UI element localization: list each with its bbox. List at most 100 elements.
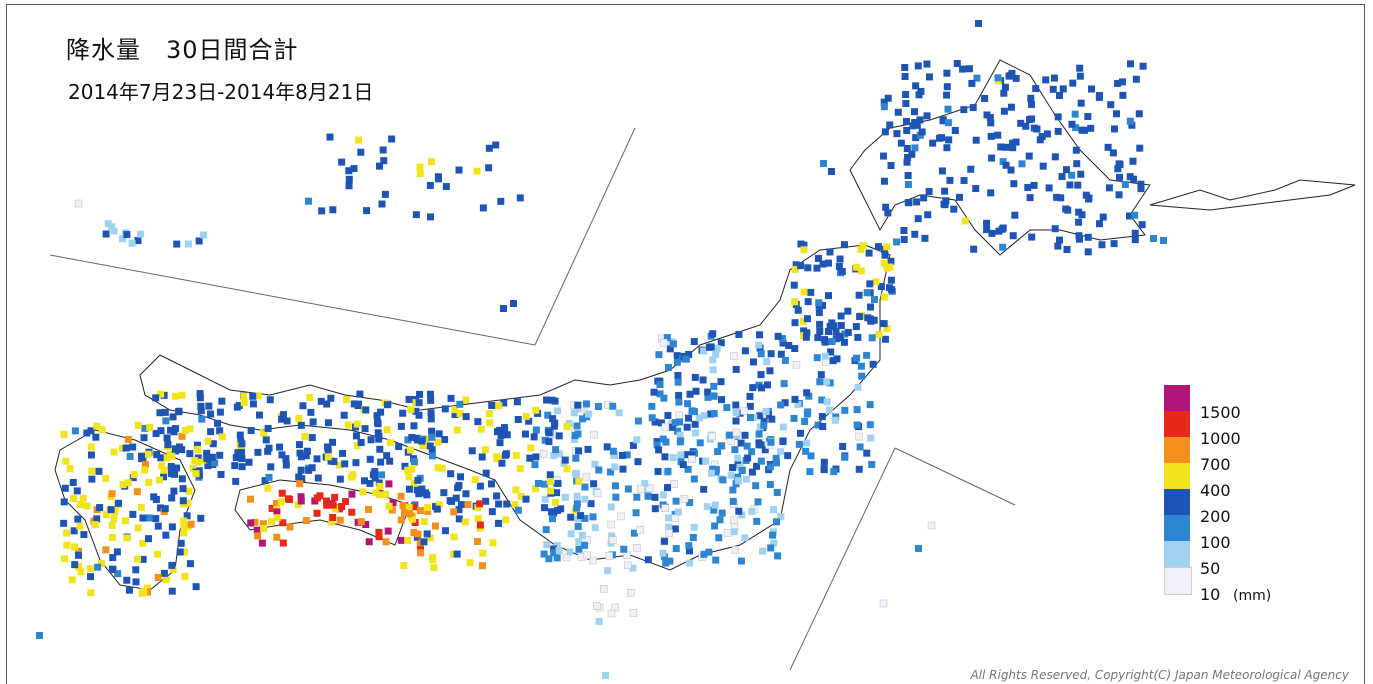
station-marker xyxy=(373,412,381,420)
station-marker xyxy=(473,537,481,545)
station-marker xyxy=(914,215,922,223)
station-marker xyxy=(807,452,815,460)
station-marker xyxy=(767,544,775,552)
station-marker xyxy=(893,238,901,246)
station-marker xyxy=(357,518,365,526)
station-marker xyxy=(583,551,591,560)
station-marker xyxy=(297,497,305,505)
station-marker xyxy=(665,514,673,522)
station-marker xyxy=(870,296,878,304)
station-marker xyxy=(1012,138,1020,146)
station-marker xyxy=(406,446,414,454)
station-marker xyxy=(388,135,396,143)
station-marker xyxy=(561,456,569,464)
legend-swatch xyxy=(1164,385,1190,411)
station-marker xyxy=(902,117,910,125)
station-marker xyxy=(741,534,749,542)
station-marker xyxy=(376,162,384,170)
station-marker xyxy=(688,407,696,415)
station-marker xyxy=(466,559,474,567)
station-marker xyxy=(731,546,740,554)
station-marker xyxy=(168,494,176,502)
station-marker xyxy=(753,462,761,470)
station-marker xyxy=(666,345,674,353)
station-marker xyxy=(585,410,593,418)
station-marker xyxy=(197,402,205,410)
station-marker xyxy=(328,518,336,526)
station-marker xyxy=(161,505,169,513)
station-marker xyxy=(581,495,589,503)
station-marker xyxy=(414,476,422,484)
station-marker xyxy=(510,300,517,307)
station-marker xyxy=(75,551,83,559)
station-marker xyxy=(880,293,888,301)
station-marker xyxy=(329,438,337,446)
station-marker xyxy=(186,425,194,433)
station-marker xyxy=(802,333,810,341)
station-marker xyxy=(1078,126,1086,134)
station-marker xyxy=(994,74,1002,82)
station-marker xyxy=(965,65,973,73)
station-marker xyxy=(674,378,682,386)
station-marker xyxy=(1115,191,1123,199)
station-marker xyxy=(629,441,637,449)
station-marker xyxy=(656,390,664,398)
station-marker xyxy=(709,366,717,374)
station-marker xyxy=(209,440,217,448)
station-marker xyxy=(415,490,423,498)
station-marker xyxy=(539,450,548,458)
station-marker xyxy=(607,609,616,618)
station-marker xyxy=(972,185,980,193)
station-marker xyxy=(841,453,849,461)
station-marker xyxy=(479,204,487,212)
station-marker xyxy=(816,320,824,328)
station-marker xyxy=(730,516,738,525)
station-marker xyxy=(493,428,501,436)
station-marker xyxy=(87,573,95,581)
station-marker xyxy=(471,476,479,484)
station-marker xyxy=(373,418,381,426)
station-marker xyxy=(216,408,224,416)
station-marker xyxy=(633,544,641,552)
station-marker xyxy=(397,492,405,500)
station-marker xyxy=(853,421,861,429)
station-marker xyxy=(192,470,200,478)
station-marker xyxy=(426,442,434,450)
station-marker xyxy=(110,227,118,235)
station-marker xyxy=(819,423,827,431)
station-marker xyxy=(821,352,829,360)
station-marker xyxy=(633,436,641,444)
station-marker xyxy=(925,188,933,196)
station-marker xyxy=(331,505,339,513)
station-marker xyxy=(705,548,713,556)
station-marker xyxy=(577,512,585,520)
station-marker xyxy=(708,432,716,441)
station-marker xyxy=(405,485,413,493)
station-marker xyxy=(1072,124,1080,132)
station-marker xyxy=(545,438,553,446)
station-marker xyxy=(855,465,863,473)
station-marker xyxy=(345,167,353,175)
station-marker xyxy=(302,516,310,524)
station-marker xyxy=(375,528,383,536)
station-marker xyxy=(717,339,725,347)
station-marker xyxy=(835,262,843,270)
station-marker xyxy=(584,445,592,453)
station-marker xyxy=(975,20,982,27)
station-marker xyxy=(184,240,192,248)
station-marker xyxy=(456,410,464,418)
station-marker xyxy=(1098,241,1106,249)
station-marker xyxy=(581,541,589,549)
map-title: 降水量 30日間合計 xyxy=(66,36,299,64)
station-marker xyxy=(424,503,432,511)
station-marker xyxy=(297,421,305,429)
station-marker xyxy=(146,423,154,431)
station-marker xyxy=(550,549,558,557)
station-marker xyxy=(339,449,347,457)
station-marker xyxy=(251,518,259,526)
station-marker xyxy=(618,451,626,459)
station-marker xyxy=(748,448,756,456)
station-marker xyxy=(1045,184,1053,192)
station-marker xyxy=(690,475,698,483)
station-marker xyxy=(914,62,922,70)
